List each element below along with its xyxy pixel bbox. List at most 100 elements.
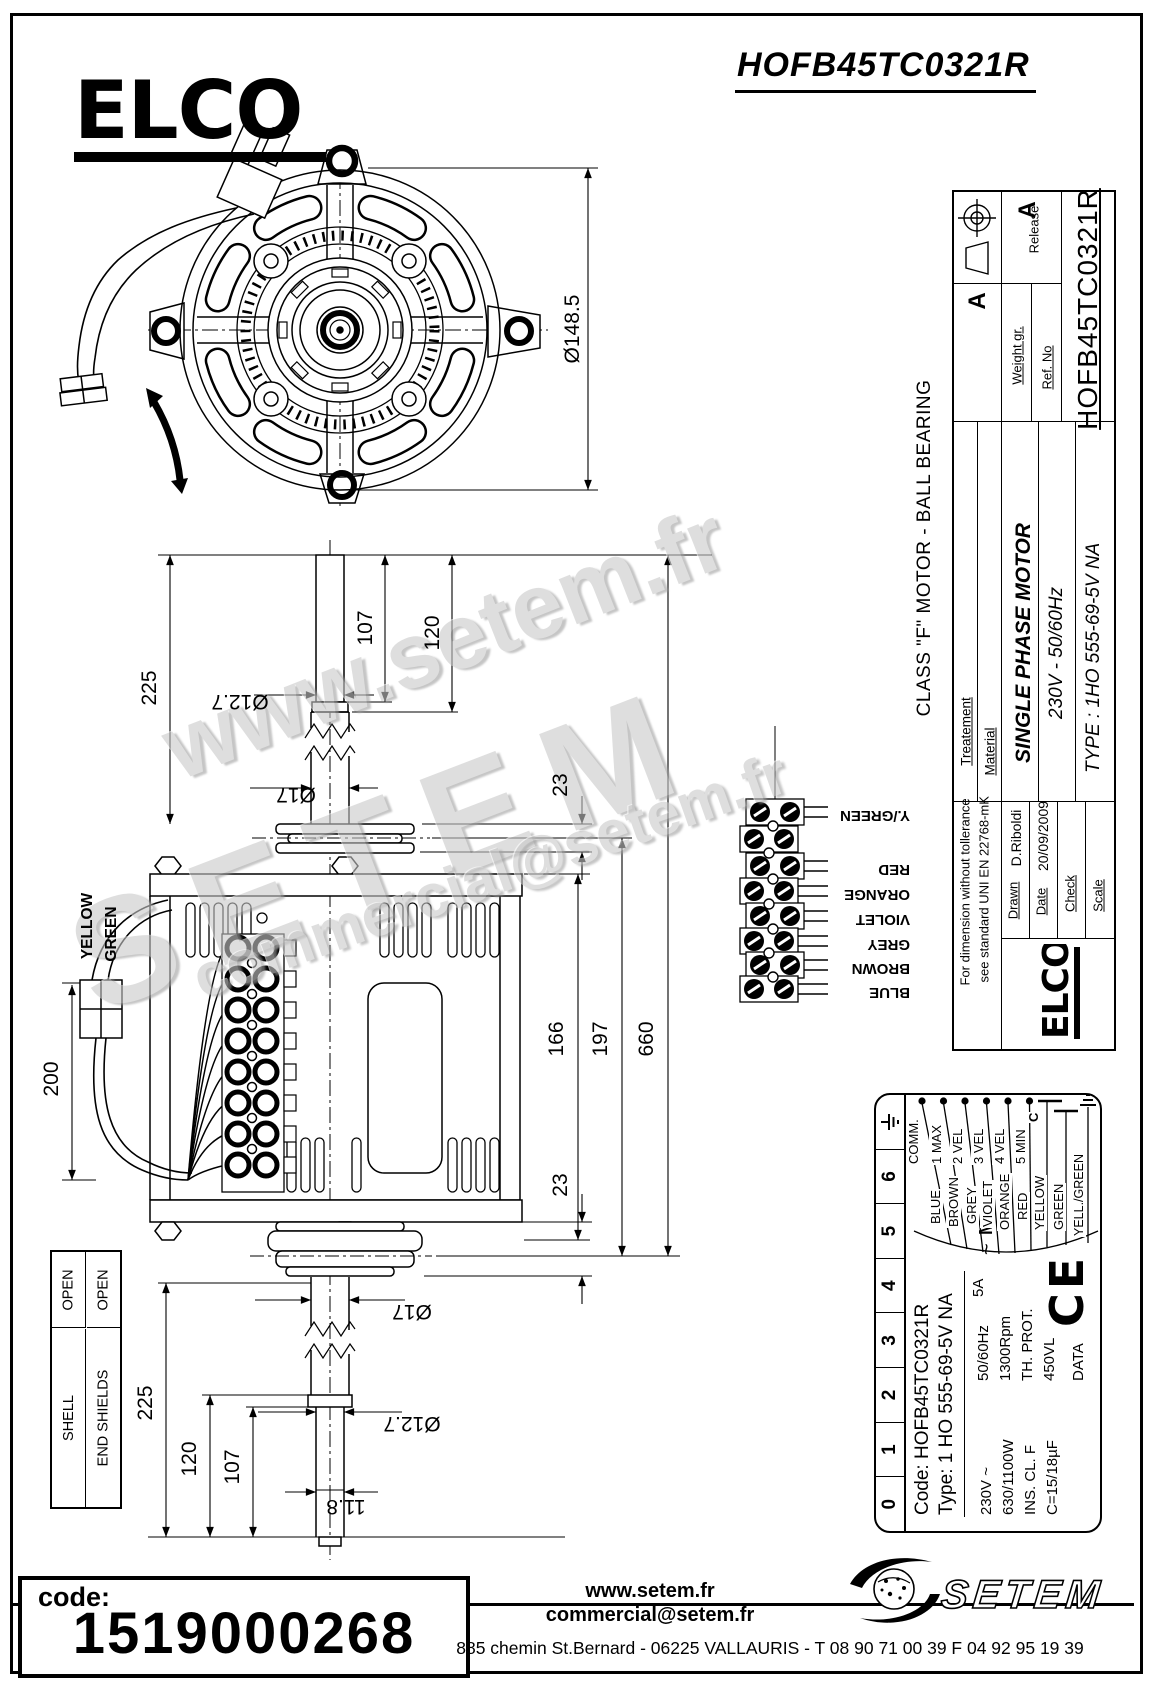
elco-logo: ELCO bbox=[74, 64, 326, 162]
rotation-arrow bbox=[146, 388, 188, 494]
date-value: 20/09/2009 bbox=[1035, 800, 1051, 872]
label-underline bbox=[964, 1271, 965, 1517]
dimension-lines bbox=[62, 555, 680, 1537]
dim-label-upper-23: 23 bbox=[549, 773, 572, 797]
shell-table: OPEN OPEN SHELL END SHIELDS bbox=[50, 1250, 122, 1509]
shell-table-open-2: OPEN bbox=[95, 1268, 112, 1311]
label-spec-power: 630/1100W bbox=[1000, 1439, 1017, 1515]
code-value: 1519000268 bbox=[72, 1601, 416, 1666]
motor-rating-label: 0 1 2 3 4 5 6 Code: HOFB45TC0321R Type: … bbox=[874, 1093, 1102, 1533]
wire-tag-5min: 5 MIN bbox=[1013, 1128, 1028, 1165]
release-label: Release bbox=[1026, 205, 1042, 254]
setem-logo: SETEM bbox=[850, 1558, 1107, 1623]
dim-label-lower-120: 120 bbox=[178, 1441, 201, 1477]
dim-label-lower-dia17: Ø17 bbox=[392, 1300, 432, 1323]
label-spec-frequency: 50/60Hz bbox=[975, 1325, 992, 1381]
dim-label-lower-23: 23 bbox=[549, 1173, 572, 1197]
wire-grey: GREY bbox=[964, 1186, 979, 1225]
label-data-word: DATA bbox=[1070, 1343, 1087, 1381]
dim-label-200: 200 bbox=[40, 1061, 63, 1097]
side-label-green: GREEN bbox=[103, 906, 120, 962]
wire-green: GREEN bbox=[1051, 1182, 1066, 1231]
wire-yell-green: YELL./GREEN bbox=[1072, 1153, 1086, 1237]
revision-letter: A bbox=[964, 292, 991, 310]
label-terminal-ground bbox=[876, 1095, 904, 1150]
wire-tag-4vel: 4 VEL bbox=[992, 1127, 1007, 1165]
footer-email: commercial@setem.fr bbox=[545, 1604, 755, 1626]
product-name: SINGLE PHASE MOTOR bbox=[1012, 523, 1035, 763]
dim-label-660: 660 bbox=[635, 1021, 658, 1057]
drawn-value: D.Riboldi bbox=[1008, 809, 1024, 867]
code-box: code: 1519000268 bbox=[18, 1576, 470, 1678]
dim-label-11-8: 11.8 bbox=[326, 1495, 366, 1518]
dim-label-lower-225: 225 bbox=[134, 1385, 157, 1421]
ref-no-label: Ref. No bbox=[1039, 345, 1055, 390]
label-spec-voltage: 230V ~ bbox=[978, 1467, 995, 1515]
terminal-label-ygreen: Y./GREEN bbox=[839, 807, 910, 824]
shell-table-open-1: OPEN bbox=[60, 1268, 77, 1311]
label-ac-symbol: ~ bbox=[976, 1243, 998, 1255]
title-block-elco-logo: ELCO bbox=[1036, 944, 1080, 1039]
terminal-label-grey: GREY bbox=[867, 936, 910, 953]
elco-logo-text: ELCO bbox=[74, 64, 302, 157]
wire-blue: BLUE bbox=[928, 1189, 943, 1225]
top-view bbox=[59, 122, 598, 506]
dim-label-lower-107: 107 bbox=[221, 1449, 244, 1485]
side-label-yellow: YELLOW bbox=[79, 892, 96, 960]
terminal-strip bbox=[739, 726, 828, 1003]
dim-label-197: 197 bbox=[589, 1021, 612, 1057]
material-label: Material bbox=[982, 727, 998, 776]
shell-table-shell: SHELL bbox=[60, 1394, 77, 1441]
terminal-label-blue: BLUE bbox=[869, 984, 910, 1001]
title-block: A Release A HOFB45TC0321R Weight gr. Ref… bbox=[952, 188, 1116, 1051]
terminal-label-orange: ORANGE bbox=[844, 886, 910, 903]
setem-logo-text: SETEM bbox=[939, 1573, 1106, 1617]
terminal-label-red: RED bbox=[878, 861, 910, 878]
wire-tag-comm: COMM. bbox=[906, 1118, 921, 1165]
capacitor-letter: C bbox=[1026, 1111, 1041, 1123]
footer-website: www.setem.fr bbox=[585, 1580, 715, 1602]
dim-label-upper-107: 107 bbox=[354, 610, 377, 646]
label-type: Type: 1 HO 555-69-5V NA bbox=[936, 1293, 957, 1515]
document-number: HOFB45TC0321R bbox=[735, 46, 1036, 93]
label-terminal-strip: 0 1 2 3 4 5 6 bbox=[876, 1095, 906, 1531]
side-view bbox=[79, 540, 712, 1560]
label-code: Code: HOFB45TC0321R bbox=[912, 1303, 933, 1515]
wire-tag-3vel: 3 VEL bbox=[971, 1127, 986, 1165]
terminal-label-violet: VIOLET bbox=[855, 911, 910, 928]
scale-label: Scale bbox=[1090, 879, 1106, 912]
dim-label-diameter-148-5: Ø148.5 bbox=[561, 294, 584, 364]
wire-red: RED bbox=[1015, 1191, 1030, 1221]
shell-table-end-shields: END SHIELDS bbox=[95, 1369, 112, 1466]
wire-tag-2vel: 2 VEL bbox=[950, 1127, 965, 1165]
dim-label-upper-225: 225 bbox=[138, 670, 161, 706]
wire-orange: ORANGE bbox=[997, 1172, 1012, 1231]
dim-label-166: 166 bbox=[545, 1021, 568, 1057]
wire-violet: VIOLET bbox=[980, 1179, 995, 1228]
sheet-border bbox=[10, 13, 1143, 1674]
projection-symbol-icon bbox=[958, 199, 996, 275]
weight-label: Weight gr. bbox=[1009, 326, 1025, 385]
drawn-label: Drawn bbox=[1005, 881, 1021, 920]
wire-yellow: YELLOW bbox=[1032, 1174, 1047, 1231]
dim-label-lower-dia12-7: Ø12.7 bbox=[383, 1412, 441, 1435]
treatment-label: Treatement bbox=[958, 697, 974, 766]
tolerance-note-2: see standard UNI EN 22768-mK bbox=[976, 796, 992, 983]
label-spec-rpm: 1300Rpm bbox=[997, 1315, 1014, 1381]
dim-label-upper-dia12-7: Ø12.7 bbox=[211, 690, 269, 713]
ground-icon bbox=[881, 1113, 899, 1130]
dim-top-diameter bbox=[354, 167, 598, 491]
label-spec-cap-voltage: 450VL bbox=[1041, 1337, 1058, 1381]
product-type: TYPE : 1HO 555-69-5V NA bbox=[1083, 542, 1104, 773]
product-voltage: 230V - 50/60Hz bbox=[1046, 586, 1067, 720]
code-label: code: bbox=[38, 1582, 111, 1612]
wire-brown: BROWN bbox=[946, 1176, 961, 1228]
dim-label-upper-120: 120 bbox=[421, 615, 444, 651]
label-current: 5A bbox=[970, 1278, 987, 1297]
tolerance-note-1: For dimension without tollerance bbox=[957, 798, 973, 986]
cable-conduit bbox=[59, 122, 291, 407]
check-label: Check bbox=[1062, 875, 1078, 912]
side-terminal-block bbox=[91, 899, 297, 1193]
dim-label-upper-dia17: Ø17 bbox=[276, 783, 316, 806]
